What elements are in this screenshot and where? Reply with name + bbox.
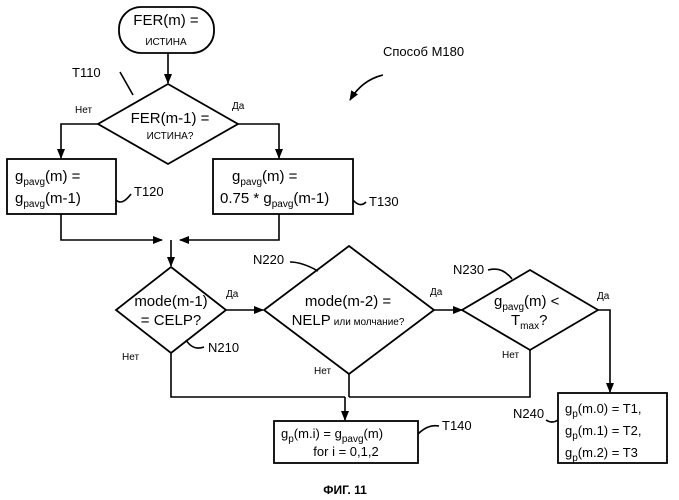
connector-n230-yes <box>598 310 610 392</box>
box-t120-tag: T120 <box>134 184 164 199</box>
connector-t130-merge <box>180 214 279 240</box>
box-t140-line2: for i = 0,1,2 <box>313 444 378 459</box>
decision-n220-tag: N220 <box>253 252 284 267</box>
connector-t110-no <box>61 124 98 158</box>
box-t130-tag: T130 <box>369 194 399 209</box>
figure-caption: ФИГ. 11 <box>323 483 367 497</box>
tag-leader-t130 <box>353 200 366 205</box>
decision-n220 <box>264 246 434 374</box>
start-line2: ИСТИНА <box>145 37 187 48</box>
tag-leader-t110 <box>120 72 133 95</box>
decision-n210-line2: = CELP? <box>141 312 201 329</box>
decision-t110-yes: Да <box>232 101 245 112</box>
tag-leader-n210 <box>186 340 204 348</box>
decision-n210-line1: mode(m-1) <box>134 293 207 310</box>
decision-n230 <box>462 270 598 350</box>
box-n240-tag: N240 <box>513 406 544 421</box>
decision-n220-no: Нет <box>314 366 331 377</box>
method-label: Способ M180 <box>383 44 464 59</box>
box-t140-tag: T140 <box>442 418 472 433</box>
start-line1: FER(m) = <box>133 12 199 29</box>
decision-n230-no: Нет <box>502 350 519 361</box>
decision-n230-yes: Да <box>597 291 610 302</box>
tag-leader-n240 <box>546 420 558 422</box>
tag-leader-t120 <box>116 194 131 202</box>
method-pointer-arrow <box>350 75 383 100</box>
decision-t110-tag: T110 <box>72 65 101 80</box>
decision-n220-yes: Да <box>430 287 443 298</box>
tag-leader-t140 <box>418 426 439 434</box>
decision-t110-no: Нет <box>75 105 92 116</box>
decision-t110-line2: ИСТИНА? <box>147 131 194 142</box>
decision-n220-line1: mode(m-2) = <box>305 293 392 310</box>
decision-n210-yes: Да <box>226 289 239 300</box>
decision-n210-no: Нет <box>122 352 139 363</box>
decision-n230-tag: N230 <box>453 262 484 277</box>
connector-t110-yes <box>238 124 279 158</box>
decision-t110-line1: FER(m-1) = <box>131 110 210 127</box>
tag-leader-n220 <box>290 262 318 271</box>
tag-leader-n230 <box>488 269 512 279</box>
connector-t120-merge <box>61 214 162 240</box>
decision-n210-tag: N210 <box>208 340 239 355</box>
